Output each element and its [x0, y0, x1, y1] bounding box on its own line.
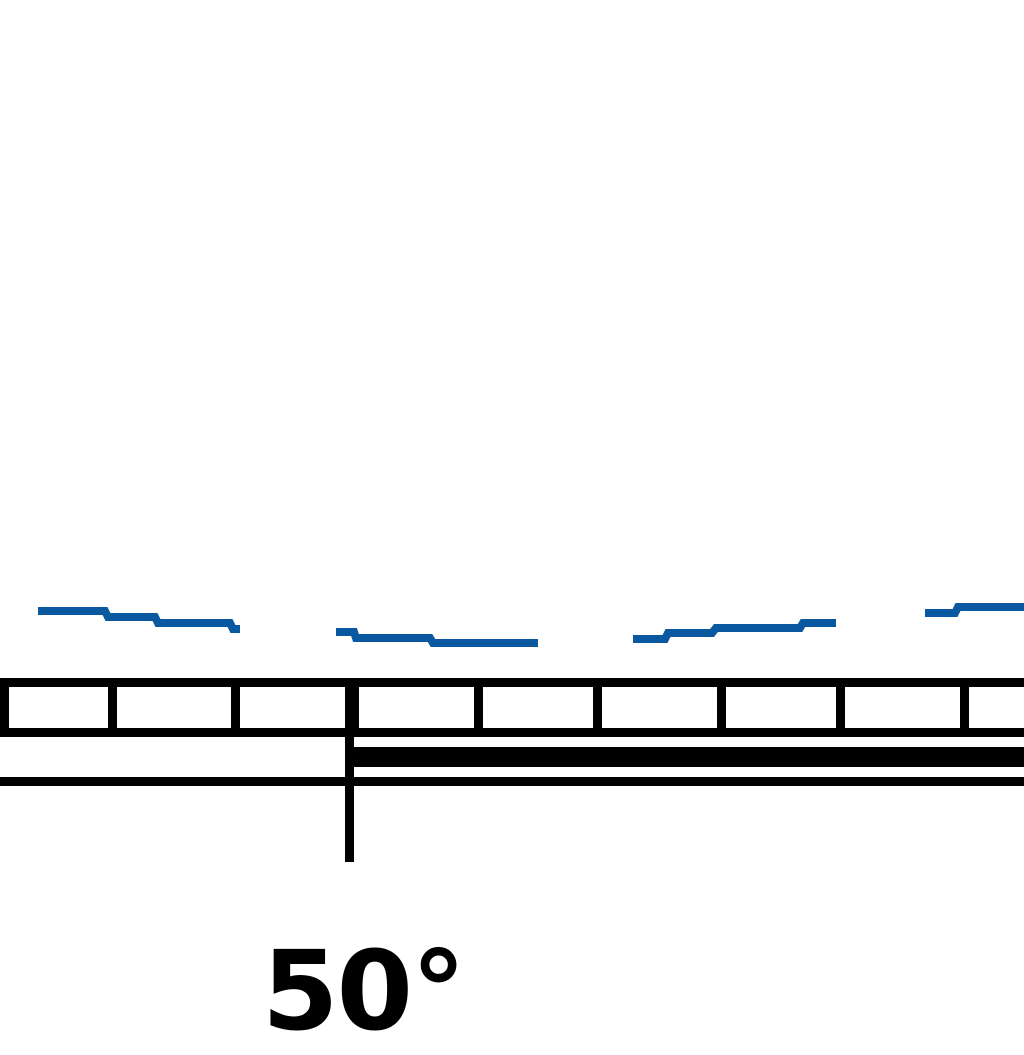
map-canvas [0, 603, 1024, 862]
coastline-segment-4 [925, 603, 1024, 617]
coastline-segment-1 [38, 607, 240, 633]
scale-bar-middle-rail [0, 728, 1024, 737]
scale-bar-tick-9 [960, 678, 969, 733]
graticule-scale-bar [0, 678, 1024, 862]
coastline-layer [38, 603, 1024, 647]
coastline-segment-2 [336, 628, 538, 647]
scale-bar-tick-3 [231, 678, 240, 733]
scale-bar-tick-7 [717, 678, 726, 733]
scale-bar-top-rail [0, 678, 1024, 687]
scale-bar-tick-8 [836, 678, 845, 733]
scale-bar-tick-4 [350, 678, 359, 733]
scale-bar-tick-2 [108, 678, 117, 733]
scale-bar-filled-band [350, 747, 1024, 767]
scale-bar-tick-5 [474, 678, 483, 733]
scale-bar-bottom-rail [0, 777, 1024, 786]
meridian-marker-line [345, 678, 354, 862]
scale-bar-tick-1 [0, 678, 9, 733]
graticule-degree-label: 50° [262, 927, 466, 1055]
coastline-segment-3 [633, 619, 836, 643]
scale-bar-tick-6 [593, 678, 602, 733]
